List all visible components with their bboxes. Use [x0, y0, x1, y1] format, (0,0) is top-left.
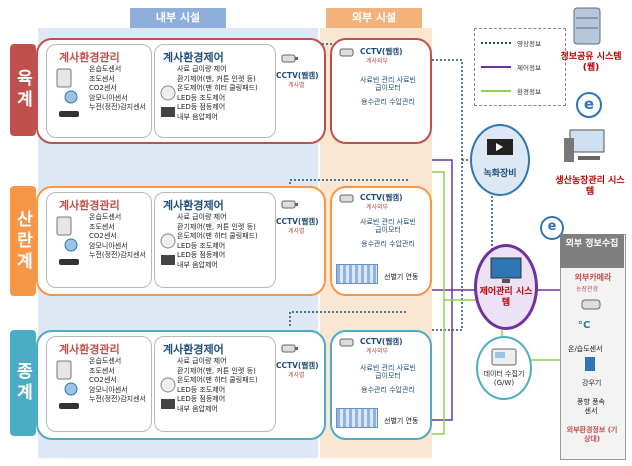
gateway-device-icon	[491, 348, 517, 366]
control-icon	[160, 233, 176, 265]
thermometer-icon: °C	[578, 320, 591, 331]
outer-cctv-icon	[339, 194, 354, 203]
gateway-node: 데이터 수집기 (G/W)	[476, 336, 532, 400]
broiler-control-box: 계사환경제어 사료 급이량 제어 환기제어(팬, 커튼 인렛 등) 온도제어(팬…	[154, 44, 276, 138]
control-monitor-icon	[490, 257, 522, 283]
selector-machine-icon	[336, 264, 378, 284]
pc-icon	[564, 129, 605, 162]
external-info-title: 외부 정보수집	[560, 234, 624, 268]
info-sharing-system-label: 정보공유 시스템(웹)	[560, 52, 622, 73]
external-camera-sub: 농장관경	[576, 286, 599, 293]
sensor-list: 온습도센서 조도센서 CO2센서 암모니아센서 누전(정전)감지센서	[89, 213, 146, 259]
outer-feed-label: 사료빈 관리 사료빈 급이모터	[360, 76, 416, 92]
sensor-list: 온습도센서 조도센서 CO2센서 암모니아센서 누전(정전)감지센서	[89, 65, 146, 111]
cctv-icon	[281, 200, 298, 209]
sensor-title: 계사환경관리	[59, 51, 120, 64]
recorder-node: 녹화장비	[470, 124, 530, 196]
outer-facility-header: 외부 시설	[326, 8, 422, 28]
server-icon	[573, 7, 601, 45]
outer-cctv-label: CCTV(웹캠)	[360, 337, 403, 346]
gateway-label: 데이터 수집기 (G/W)	[483, 370, 525, 387]
internet-icon: e	[576, 92, 602, 118]
control-list: 사료 급이량 제어 환기제어(팬, 커튼 인렛 등) 온도제어(팬 히터 쿨링패…	[177, 357, 258, 413]
selector-label: 선별기 연동	[384, 417, 419, 425]
sensor-title: 계사환경관리	[59, 343, 120, 356]
outdoor-temp-label: 온/습도센서	[568, 345, 603, 353]
sensor-icon	[56, 68, 79, 117]
sensor-icon	[56, 360, 79, 409]
farm-management-system-label: 생산농장관리 시스템	[555, 176, 625, 197]
legend-env: 환경정보	[479, 85, 563, 97]
external-env-label: 외부환경정보 (기상대)	[566, 426, 618, 443]
recorder-monitor-icon	[487, 139, 513, 155]
band-broiler: 육계	[10, 44, 36, 136]
control-management-label: 제어관리 시스템	[479, 287, 533, 308]
external-camera-label: 외부카메라	[574, 273, 612, 282]
sensor-title: 계사환경관리	[59, 199, 120, 212]
control-title: 계사환경제어	[163, 343, 224, 356]
layer-sensor-box: 계사환경관리 온습도센서 조도센서 CO2센서 암모니아센서 누전(정전)감지센…	[46, 192, 152, 288]
selector-label: 선별기 연동	[384, 273, 419, 281]
outdoor-camera-icon	[581, 299, 601, 310]
sensor-list: 온습도센서 조도센서 CO2센서 암모니아센서 누전(정전)감지센서	[89, 357, 146, 403]
rain-gauge-label: 강우기	[582, 379, 602, 387]
outer-water-label: 용수관리 수압관리	[361, 386, 415, 394]
external-info-panel	[560, 234, 626, 460]
outer-cctv-sub: 계사외부	[366, 204, 389, 211]
wind-sensor-label: 풍향 풍속 센서	[577, 398, 605, 415]
breeder-sensor-box: 계사환경관리 온습도센서 조도센서 CO2센서 암모니아센서 누전(정전)감지센…	[46, 336, 152, 432]
outer-cctv-label: CCTV(웹캠)	[360, 193, 403, 202]
cctv-icon	[281, 344, 298, 353]
inner-cctv-sub: 계사별	[288, 228, 305, 235]
inner-cctv-label: CCTV(웹캠)	[276, 361, 319, 370]
breeder-control-box: 계사환경제어 사료 급이량 제어 환기제어(팬, 커튼 인렛 등) 온도제어(팬…	[154, 336, 276, 432]
recorder-label: 녹화장비	[483, 169, 517, 179]
band-breeder: 종계	[10, 330, 36, 436]
inner-facility-header: 내부 시설	[130, 8, 226, 28]
inner-cctv-sub: 계사별	[288, 372, 305, 379]
selector-machine-icon	[336, 408, 378, 428]
legend-video: 영상정보	[479, 37, 563, 49]
outer-cctv-sub: 계사외부	[366, 348, 389, 355]
outer-feed-label: 사료빈 관리 사료빈 급이모터	[360, 364, 416, 380]
band-layer: 산란계	[10, 186, 36, 296]
outer-cctv-label: CCTV(웹캠)	[360, 47, 403, 56]
sensor-icon	[56, 216, 79, 265]
outer-cctv-icon	[339, 48, 354, 57]
control-icon	[160, 85, 176, 117]
control-title: 계사환경제어	[163, 51, 224, 64]
outer-cctv-icon	[339, 338, 354, 347]
inner-cctv-label: CCTV(웹캠)	[276, 217, 319, 226]
legend: 영상정보 제어정보 환경정보	[474, 28, 566, 106]
layer-control-box: 계사환경제어 사료 급이량 제어 환기제어(팬, 커튼 인렛 등) 온도제어(팬…	[154, 192, 276, 288]
outer-feed-label: 사료빈 관리 사료빈 급이모터	[360, 218, 416, 234]
outer-water-label: 용수관리 수압관리	[361, 240, 415, 248]
control-list: 사료 급이량 제어 환기제어(팬, 커튼 인렛 등) 온도제어(팬 히터 쿨링패…	[177, 65, 258, 121]
control-title: 계사환경제어	[163, 199, 224, 212]
inner-cctv-label: CCTV(웹캠)	[276, 71, 319, 80]
legend-control: 제어정보	[479, 61, 563, 73]
control-list: 사료 급이량 제어 환기제어(팬, 커튼 인렛 등) 온도제어(팬 히터 쿨링패…	[177, 213, 258, 269]
outer-cctv-sub: 계사외부	[366, 58, 389, 65]
outer-water-label: 용수관리 수압관리	[361, 98, 415, 106]
control-management-node: 제어관리 시스템	[474, 244, 538, 330]
cctv-icon	[281, 54, 298, 63]
control-icon	[160, 377, 176, 409]
rain-gauge-icon	[585, 357, 595, 371]
broiler-sensor-box: 계사환경관리 온습도센서 조도센서 CO2센서 암모니아센서 누전(정전)감지센…	[46, 44, 152, 138]
inner-cctv-sub: 계사별	[288, 82, 305, 89]
